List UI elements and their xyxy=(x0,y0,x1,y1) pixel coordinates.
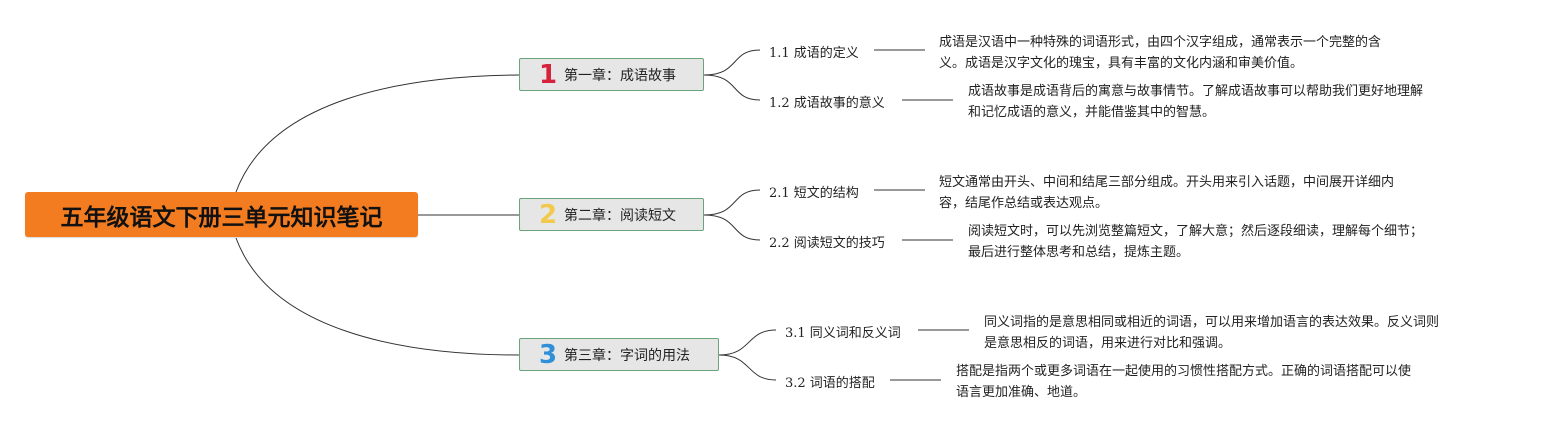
connector-ch1-s2 xyxy=(703,74,761,101)
connector-ch3-s1 xyxy=(718,329,777,356)
chapter-3-node[interactable]: 3 第三章：字词的用法 xyxy=(519,338,719,371)
subtopic-2-1[interactable]: 2.1 短文的结构 xyxy=(769,186,859,201)
note-1-2[interactable]: 成语故事是成语背后的寓意与故事情节。了解成语故事可以帮助我们更好地理解 和记忆成… xyxy=(968,81,1423,123)
note-line: 成语是汉语中一种特殊的词语形式，由四个汉字组成，通常表示一个完整的含 xyxy=(939,35,1382,50)
connector-root-ch1 xyxy=(235,74,520,193)
note-2-1[interactable]: 短文通常由开头、中间和结尾三部分组成。开头用来引入话题，中间展开详细内 容，结尾… xyxy=(939,172,1394,214)
subtopic-3-1[interactable]: 3.1 同义词和反义词 xyxy=(785,326,901,341)
chapter-title: 第三章：字词的用法 xyxy=(564,347,690,364)
note-line: 和记忆成语的意义，并能借鉴其中的智慧。 xyxy=(968,105,1216,120)
subtopic-1-2[interactable]: 1.2 成语故事的意义 xyxy=(769,96,885,111)
subtopic-1-1[interactable]: 1.1 成语的定义 xyxy=(769,46,859,61)
note-line: 阅读短文时，可以先浏览整篇短文，了解大意；然后逐段细读，理解每个细节； xyxy=(968,224,1424,239)
chapter-number-2: 2 xyxy=(538,199,558,230)
note-line: 同义词指的是意思相同或相近的词语，可以用来增加语言的表达效果。反义词则 xyxy=(984,315,1440,330)
chapter-1-node[interactable]: 1 第一章：成语故事 xyxy=(519,58,704,91)
chapter-title: 第二章：阅读短文 xyxy=(564,207,676,224)
subtopic-3-2[interactable]: 3.2 词语的搭配 xyxy=(785,376,875,391)
note-3-1[interactable]: 同义词指的是意思相同或相近的词语，可以用来增加语言的表达效果。反义词则 是意思相… xyxy=(984,312,1439,354)
chapter-2-node[interactable]: 2 第二章：阅读短文 xyxy=(519,198,704,231)
subtopic-2-2[interactable]: 2.2 阅读短文的技巧 xyxy=(769,236,885,251)
note-line: 容，结尾作总结或表达观点。 xyxy=(939,196,1109,211)
note-line: 义。成语是汉字文化的瑰宝，具有丰富的文化内涵和审美价值。 xyxy=(939,56,1304,71)
connector-root-ch3 xyxy=(235,237,520,356)
chapter-title: 第一章：成语故事 xyxy=(564,67,676,84)
note-1-1[interactable]: 成语是汉语中一种特殊的词语形式，由四个汉字组成，通常表示一个完整的含 义。成语是… xyxy=(939,32,1381,74)
note-line: 语言更加准确、地道。 xyxy=(956,385,1087,400)
note-line: 搭配是指两个或更多词语在一起使用的习惯性搭配方式。正确的词语搭配可以使 xyxy=(956,364,1412,379)
root-topic[interactable]: 五年级语文下册三单元知识笔记 xyxy=(25,192,418,237)
chapter-number-1: 1 xyxy=(538,59,558,90)
note-line: 成语故事是成语背后的寓意与故事情节。了解成语故事可以帮助我们更好地理解 xyxy=(968,84,1424,99)
note-line: 最后进行整体思考和总结，提炼主题。 xyxy=(968,245,1190,260)
connector-ch3-s2 xyxy=(718,354,777,381)
note-line: 短文通常由开头、中间和结尾三部分组成。开头用来引入话题，中间展开详细内 xyxy=(939,175,1395,190)
root-title: 五年级语文下册三单元知识笔记 xyxy=(60,204,383,231)
note-line: 是意思相反的词语，用来进行对比和强调。 xyxy=(984,336,1232,351)
note-2-2[interactable]: 阅读短文时，可以先浏览整篇短文，了解大意；然后逐段细读，理解每个细节； 最后进行… xyxy=(968,221,1423,263)
chapter-number-3: 3 xyxy=(538,339,558,370)
connector-ch2-s2 xyxy=(703,214,761,241)
connector-ch2-s1 xyxy=(703,189,761,216)
connector-ch1-s1 xyxy=(703,49,761,76)
note-3-2[interactable]: 搭配是指两个或更多词语在一起使用的习惯性搭配方式。正确的词语搭配可以使 语言更加… xyxy=(956,361,1411,403)
